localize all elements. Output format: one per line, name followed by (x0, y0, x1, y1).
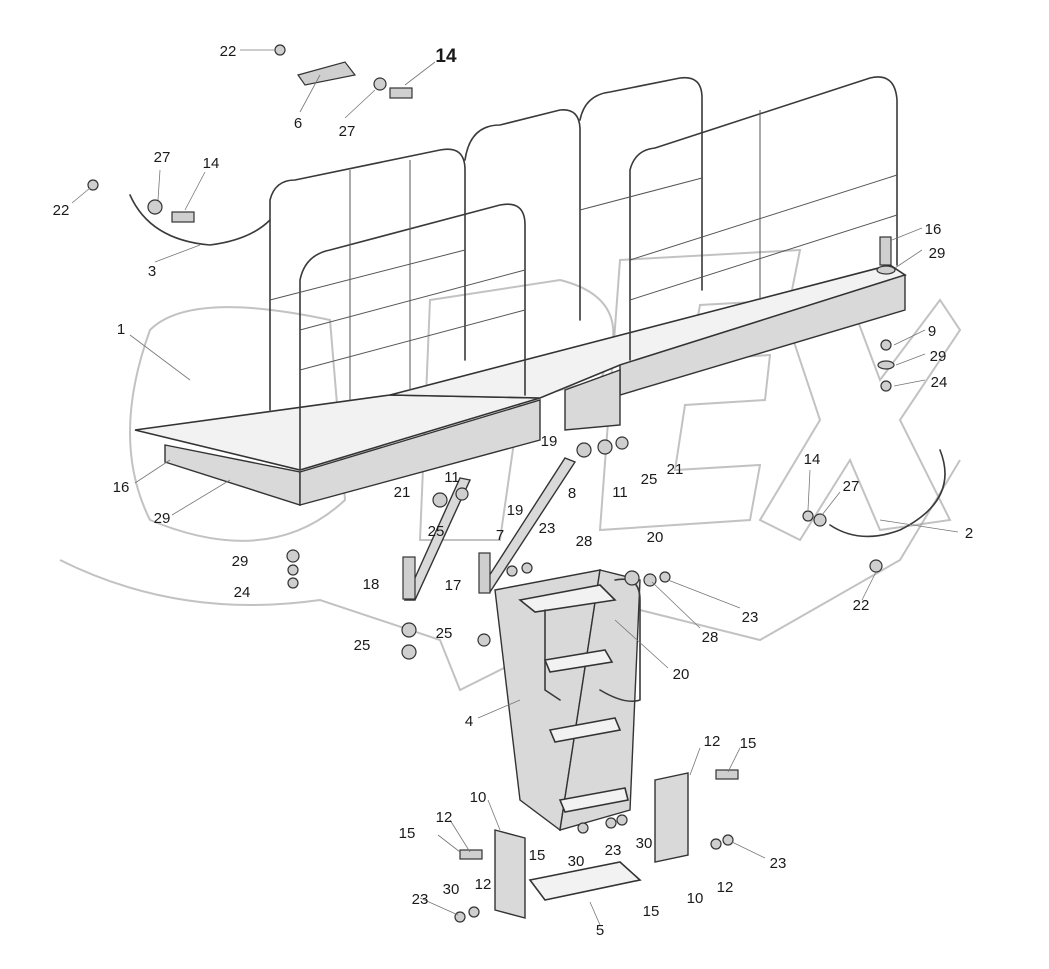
part-label-10b: 10 (687, 890, 704, 907)
railing-frame (269, 76, 898, 471)
part-label-15c: 15 (529, 847, 546, 864)
part-label-2: 2 (965, 525, 973, 542)
part-label-25a: 25 (428, 523, 445, 540)
part-label-7: 7 (496, 527, 504, 544)
part-label-20a: 20 (647, 529, 664, 546)
part-label-14c: 14 (804, 451, 821, 468)
part-label-29c: 29 (154, 510, 171, 527)
part-label-6: 6 (294, 115, 302, 132)
part-label-30c: 30 (443, 881, 460, 898)
part-label-30b: 30 (568, 853, 585, 870)
part-label-25b: 25 (641, 471, 658, 488)
part-label-24a: 24 (931, 374, 948, 391)
hoses (129, 194, 946, 538)
part-label-3: 3 (148, 263, 156, 280)
part-label-27c: 27 (843, 478, 860, 495)
part-label-27b: 27 (154, 149, 171, 166)
part-label-17: 17 (445, 577, 462, 594)
part-label-21b: 21 (667, 461, 684, 478)
part-label-14a: 14 (435, 46, 457, 67)
part-label-9: 9 (928, 323, 936, 340)
part-label-1: 1 (117, 321, 125, 338)
part-label-29d: 29 (232, 553, 249, 570)
bracket-left (494, 829, 526, 919)
part-label-15a: 15 (740, 735, 757, 752)
part-label-21a: 21 (394, 484, 411, 501)
part-label-14b: 14 (203, 155, 220, 172)
part-label-12a: 12 (704, 733, 721, 750)
part-label-15b: 15 (399, 825, 416, 842)
part-label-5: 5 (596, 922, 604, 939)
part-label-16a: 16 (925, 221, 942, 238)
bottom-step (528, 861, 642, 901)
part-label-22c: 22 (853, 597, 870, 614)
part-label-22a: 22 (220, 43, 237, 60)
part-label-8: 8 (568, 485, 576, 502)
part-label-4: 4 (465, 713, 473, 730)
part-label-11a: 11 (444, 469, 460, 486)
part-label-28a: 28 (576, 533, 593, 550)
part-label-15d: 15 (643, 903, 660, 920)
part-label-16b: 16 (113, 479, 130, 496)
part-label-25c: 25 (354, 637, 371, 654)
support-struts (403, 457, 577, 601)
part-label-20b: 20 (673, 666, 690, 683)
bracket-right (654, 772, 689, 863)
part-label-12b: 12 (436, 809, 453, 826)
hardware (87, 44, 896, 923)
part-label-11b: 11 (612, 484, 628, 501)
part-label-23c: 23 (605, 842, 622, 859)
ladder-assembly (494, 569, 641, 832)
part-label-18: 18 (363, 576, 380, 593)
part-label-12d: 12 (717, 879, 734, 896)
part-label-24b: 24 (234, 584, 251, 601)
part-label-30a: 30 (636, 835, 653, 852)
part-label-23b: 23 (742, 609, 759, 626)
part-label-23a: 23 (539, 520, 556, 537)
leader-lines (71, 49, 959, 926)
part-label-22b: 22 (53, 202, 70, 219)
part-label-19a: 19 (541, 433, 558, 450)
part-label-23e: 23 (412, 891, 429, 908)
part-label-19b: 19 (507, 502, 524, 519)
platform-right-section (389, 264, 907, 431)
platform-left-section (134, 394, 541, 506)
part-label-29b: 29 (930, 348, 947, 365)
part-label-29a: 29 (929, 245, 946, 262)
part-label-23d: 23 (770, 855, 787, 872)
part-label-28b: 28 (702, 629, 719, 646)
part-label-25d: 25 (436, 625, 453, 642)
part-label-12c: 12 (475, 876, 492, 893)
part-label-27a: 27 (339, 123, 356, 140)
part-label-10a: 10 (470, 789, 487, 806)
